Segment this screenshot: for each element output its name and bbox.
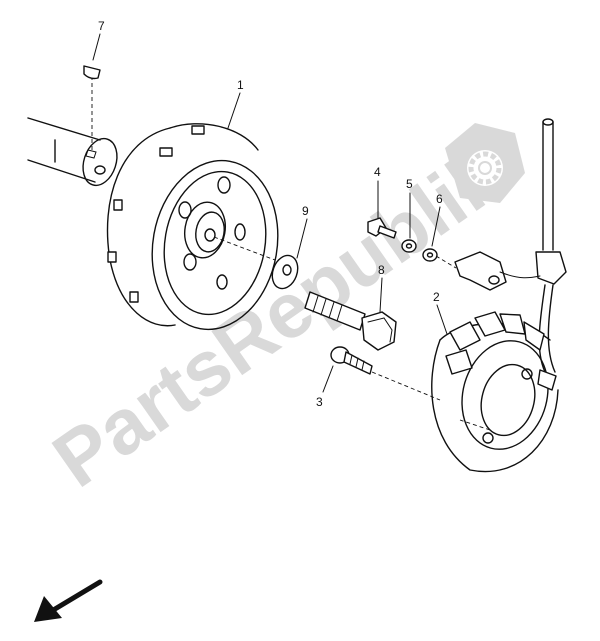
callout-label-3: 3 [316,395,323,409]
watermark: PartsRepublik [37,123,525,504]
flat-washer [422,248,438,262]
callout-label-9: 9 [302,204,309,218]
callout-label-7: 7 [98,19,105,33]
washer [271,254,299,290]
callout-label-8: 8 [378,263,385,277]
flywheel-rotor [106,123,279,331]
crankshaft [27,70,118,187]
callout-label-2: 2 [433,290,440,304]
gear-icon [445,123,525,203]
callout-label-5: 5 [406,177,413,191]
callout-label-1: 1 [237,78,244,92]
watermark-text: PartsRepublik [37,131,518,504]
stator-coil [431,311,559,473]
woodruff-key [83,65,101,80]
spring-washer [401,239,417,253]
stator-wire-harness [499,118,567,373]
wire-clamp [435,251,507,291]
arrow-down-left-icon [34,579,103,622]
stator-screw [330,346,441,401]
clamp-screw [367,217,397,239]
callouts: 7 1 9 4 5 6 8 2 3 [92,19,448,409]
callout-label-4: 4 [374,165,381,179]
flywheel-bolt [304,291,397,351]
callout-label-6: 6 [436,192,443,206]
